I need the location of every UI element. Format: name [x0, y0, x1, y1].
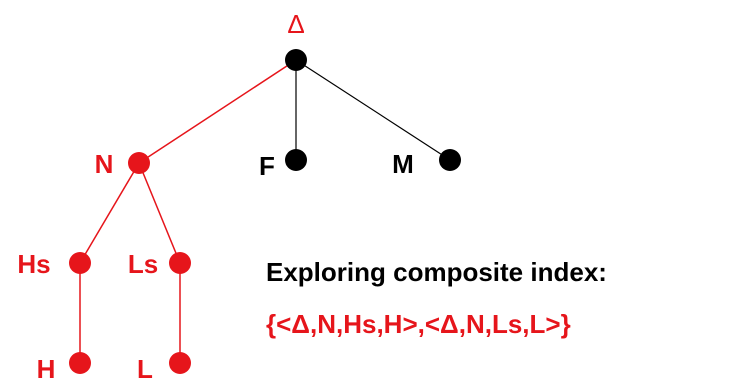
- label-ls: Ls: [128, 249, 158, 279]
- node-n: [128, 152, 150, 174]
- label-f: F: [259, 151, 275, 181]
- composite-index: {<Δ,N,Hs,H>,<Δ,N,Ls,L>}: [266, 309, 571, 339]
- edge-root-n: [138, 59, 297, 164]
- node-m: [439, 149, 461, 171]
- edge-n-hs: [79, 162, 140, 264]
- node-l: [169, 352, 191, 374]
- caption-title: Exploring composite index:: [266, 257, 607, 287]
- label-root: Δ: [287, 9, 304, 39]
- edge-n-ls: [138, 162, 181, 264]
- node-ls: [169, 252, 191, 274]
- label-m: M: [392, 149, 414, 179]
- label-h: H: [37, 354, 56, 383]
- node-f: [285, 149, 307, 171]
- node-hs: [69, 252, 91, 274]
- label-n: N: [95, 149, 114, 179]
- node-root: [285, 49, 307, 71]
- edge-root-m: [295, 59, 451, 161]
- label-hs: Hs: [17, 249, 50, 279]
- node-h: [69, 352, 91, 374]
- label-l: L: [137, 354, 153, 383]
